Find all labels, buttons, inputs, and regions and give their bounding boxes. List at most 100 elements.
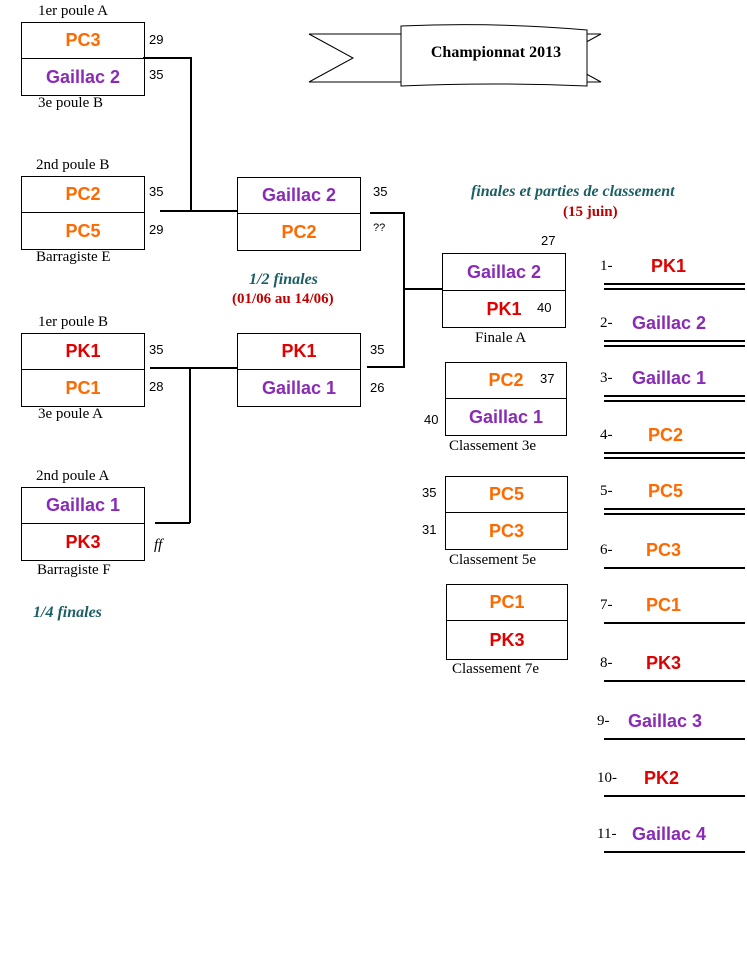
- qf4-top-caption: 2nd poule A: [36, 468, 110, 484]
- ranking-position: 11-: [597, 826, 617, 842]
- finale-a-match-box: Gaillac 2 PK1: [442, 253, 566, 328]
- qf1-score2: 35: [149, 67, 164, 82]
- ranking-team: Gaillac 4: [632, 824, 707, 844]
- connector-line: [150, 367, 237, 369]
- classement3-score1: 37: [540, 371, 555, 386]
- qf1-match-box: PC3 Gaillac 2: [21, 22, 145, 96]
- sf2-score2: 26: [370, 380, 385, 395]
- ranking-team: PK3: [646, 653, 682, 673]
- qf1-score1: 29: [149, 32, 164, 47]
- finale-a-score2: 40: [537, 300, 552, 315]
- ranking-team: PC3: [646, 540, 682, 560]
- qf2-team1: PC2: [65, 184, 101, 204]
- ranking-underline: [604, 340, 745, 342]
- ranking-position: 3-: [600, 370, 613, 386]
- ranking-underline: [604, 738, 745, 740]
- ranking-position: 6-: [600, 542, 613, 558]
- connector-line: [160, 210, 237, 212]
- sf1-score2: ??: [373, 222, 386, 234]
- ranking-underline: [604, 400, 745, 402]
- qf1-team1: PC3: [65, 30, 101, 50]
- banner-title: Championnat 2013: [430, 44, 562, 61]
- qf2-score2: 29: [149, 222, 164, 237]
- finals-date: (15 juin): [563, 204, 618, 220]
- qf3-team2: PC1: [22, 369, 144, 406]
- semi-final-label: 1/2 finales: [249, 271, 318, 288]
- sf1-team2: PC2: [238, 213, 360, 250]
- ranking-position: 10-: [597, 770, 617, 786]
- finale-a-team1: Gaillac 2: [466, 261, 542, 282]
- ranking-underline: [604, 395, 745, 397]
- connector-line: [190, 57, 192, 211]
- qf3-score1: 35: [149, 342, 164, 357]
- ranking-underline: [604, 452, 745, 454]
- connector-line: [403, 212, 405, 368]
- ranking-underline: [604, 288, 745, 290]
- classement3-match-box: PC2 Gaillac 1: [445, 362, 567, 436]
- classement3-team1: PC2: [488, 370, 524, 390]
- qf2-top-caption: 2nd poule B: [36, 157, 110, 173]
- ranking-underline: [604, 851, 745, 853]
- connector-line: [370, 212, 404, 214]
- ranking-team: Gaillac 1: [632, 368, 707, 388]
- qf2-match-box: PC2 PC5: [21, 176, 145, 250]
- ranking-position: 8-: [600, 655, 613, 671]
- ranking-position: 4-: [600, 427, 613, 443]
- ranking-team: PC1: [646, 595, 682, 615]
- qf3-team1: PK1: [65, 341, 101, 361]
- qf3-score2: 28: [149, 379, 164, 394]
- ranking-underline: [604, 513, 745, 515]
- ranking-team: Gaillac 2: [632, 313, 707, 333]
- semi-final-dates: (01/06 au 14/06): [232, 291, 334, 307]
- classement5-score1: 35: [422, 485, 437, 500]
- sf1-match-box: Gaillac 2 PC2: [237, 177, 361, 251]
- sf2-team1: PK1: [281, 341, 317, 361]
- connector-line: [189, 367, 191, 523]
- ranking-underline: [604, 680, 745, 682]
- finale-a-score1: 27: [541, 233, 556, 248]
- classement7-team1: PC1: [489, 592, 525, 612]
- connector-line: [367, 366, 405, 368]
- sf2-team2: Gaillac 1: [238, 369, 360, 406]
- classement7-team2: PK3: [447, 620, 567, 659]
- ranking-underline: [604, 622, 745, 624]
- ranking-position: 2-: [600, 315, 613, 331]
- ranking-team: PC5: [648, 481, 684, 501]
- classement5-match-box: PC5 PC3: [445, 476, 568, 550]
- classement5-team1: PC5: [488, 484, 524, 504]
- classement5-score2: 31: [422, 522, 437, 537]
- qf2-bottom-caption: Barragiste E: [36, 249, 111, 265]
- sf2-match-box: PK1 Gaillac 1: [237, 333, 361, 407]
- qf1-bottom-caption: 3e poule B: [38, 95, 103, 111]
- qf4-score2: ff: [154, 537, 163, 553]
- finale-a-caption: Finale A: [475, 330, 527, 346]
- sf1-score1: 35: [373, 184, 388, 199]
- ranking-underline: [604, 345, 745, 347]
- ranking-position: 9-: [597, 713, 610, 729]
- classement3-caption: Classement 3e: [449, 438, 537, 454]
- ranking-underline: [604, 567, 745, 569]
- qf4-match-box: Gaillac 1 PK3: [21, 487, 145, 561]
- connector-line: [404, 288, 442, 290]
- ranking-team: PK2: [644, 768, 680, 788]
- classement3-score2: 40: [424, 412, 439, 427]
- sf1-team1: Gaillac 2: [261, 185, 337, 205]
- ranking-underline: [604, 283, 745, 285]
- ranking-underline: [604, 795, 745, 797]
- qf4-bottom-caption: Barragiste F: [37, 562, 111, 578]
- finale-a-team2: PK1: [443, 290, 565, 327]
- qf3-top-caption: 1er poule B: [38, 314, 108, 330]
- classement5-team2: PC3: [446, 512, 567, 549]
- qf4-team1: Gaillac 1: [45, 495, 121, 515]
- ranking-position: 5-: [600, 483, 613, 499]
- ranking-team: Gaillac 3: [628, 711, 703, 731]
- classement7-caption: Classement 7e: [452, 661, 540, 677]
- connector-line: [155, 522, 190, 524]
- championship-banner: [308, 24, 602, 87]
- classement3-team2: Gaillac 1: [446, 398, 566, 435]
- qf1-top-caption: 1er poule A: [38, 3, 108, 19]
- qf3-bottom-caption: 3e poule A: [38, 406, 103, 422]
- ranking-underline: [604, 508, 745, 510]
- connector-line: [143, 57, 191, 59]
